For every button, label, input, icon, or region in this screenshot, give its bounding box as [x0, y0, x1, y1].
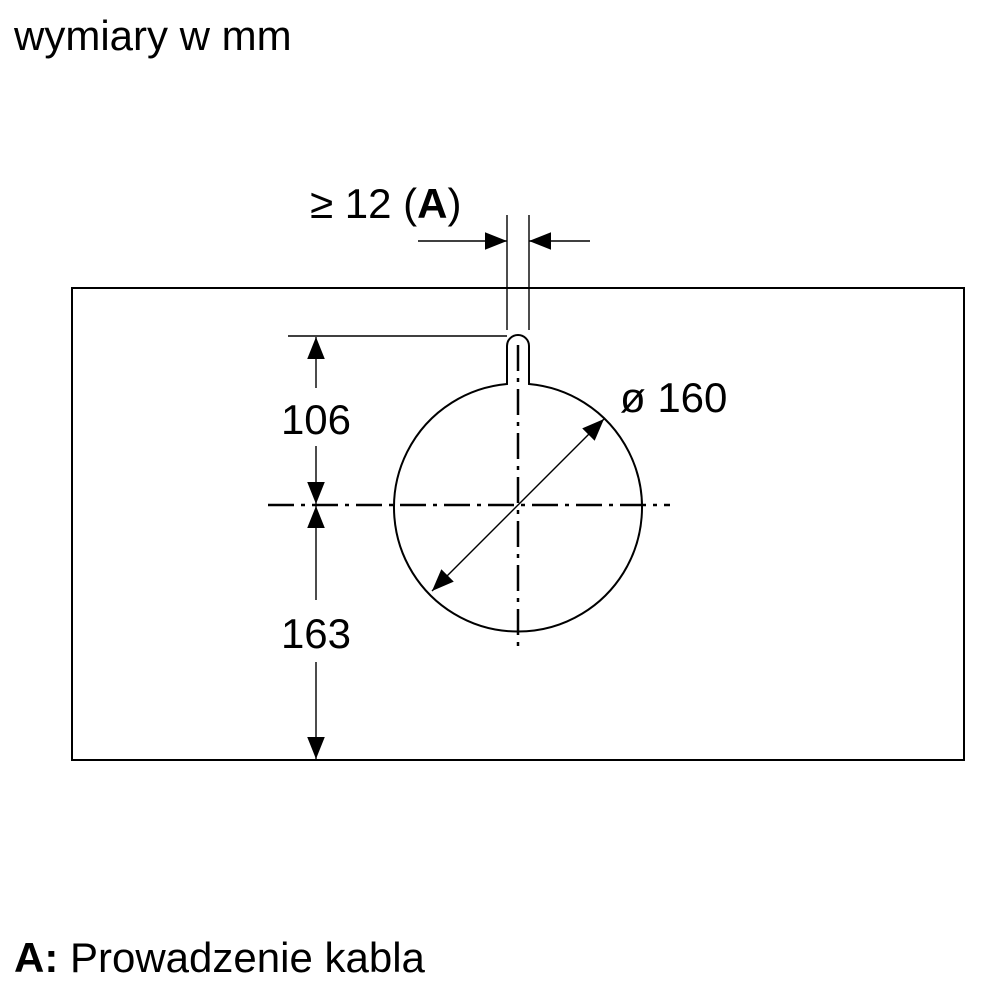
dim-163-label: 163 — [281, 610, 351, 657]
units-label: wymiary w mm — [13, 12, 292, 59]
diameter-label: ø 160 — [620, 374, 727, 421]
diameter-arrow — [431, 418, 605, 592]
cutout-outline — [393, 334, 643, 633]
slot-gap-label: ≥ 12 (A) — [310, 180, 461, 227]
dim-106-label: 106 — [281, 396, 351, 443]
panel-outline — [71, 287, 965, 761]
legend: A: Prowadzenie kabla — [14, 934, 426, 981]
